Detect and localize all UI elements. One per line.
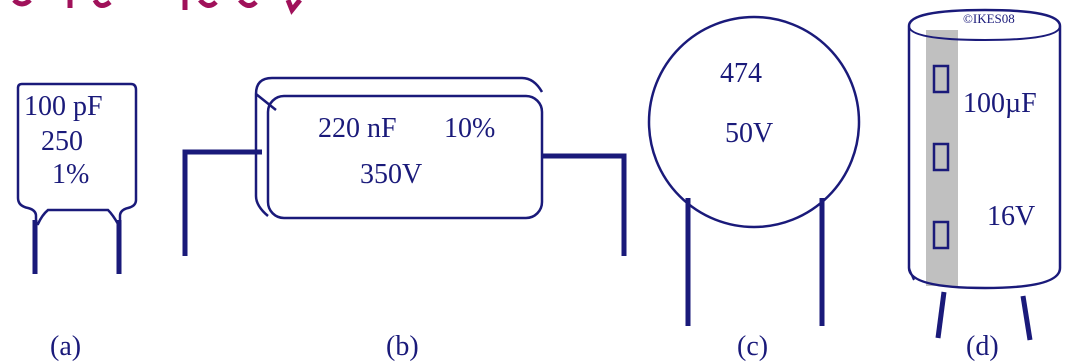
- capacitor-a: 100 pF 250 1% (a): [16, 82, 138, 362]
- capacitor-b-bevel: [254, 93, 277, 217]
- capacitor-d-lead-left: [935, 291, 947, 339]
- capacitor-b-voltage: 350V: [360, 159, 422, 190]
- capacitor-b-back: [254, 76, 544, 95]
- capacitor-d-lead-right: [1020, 295, 1033, 341]
- capacitor-d-body: [907, 8, 1062, 290]
- capacitor-b-lead-left: [182, 149, 262, 256]
- capacitor-d-minus-mark-1: [932, 64, 950, 94]
- capacitor-d-rim: [908, 25, 1061, 281]
- capacitor-b-body: [266, 94, 544, 220]
- capacitor-d-minus-mark-3: [932, 220, 950, 250]
- capacitor-d-voltage: 16V: [987, 201, 1035, 232]
- caption-a: (a): [50, 331, 81, 362]
- capacitor-c: 474 50V (c): [647, 15, 861, 362]
- capacitor-d-minus-mark-2: [932, 142, 950, 172]
- caption-d: (d): [966, 331, 999, 362]
- caption-b: (b): [386, 331, 419, 362]
- capacitor-a-tolerance: 1%: [52, 159, 89, 190]
- capacitor-b-tolerance: 10%: [444, 113, 495, 144]
- capacitor-d: ©IKES08 100µF 16V (d): [907, 8, 1062, 362]
- capacitor-b-lead-right: [542, 153, 627, 256]
- capacitor-c-body: [647, 15, 861, 229]
- copyright-label: ©IKES08: [963, 11, 1015, 26]
- capacitor-d-value: 100µF: [963, 88, 1037, 119]
- capacitor-d-stripe: [926, 30, 958, 286]
- caption-c: (c): [737, 331, 768, 362]
- capacitor-c-voltage: 50V: [725, 118, 773, 149]
- capacitor-b: 220 nF 10% 350V (b): [182, 76, 627, 362]
- capacitor-a-value: 100 pF: [24, 91, 103, 122]
- heading-fragment: [12, 0, 302, 15]
- capacitor-a-voltage: 250: [41, 126, 83, 157]
- capacitor-b-value: 220 nF: [318, 113, 397, 144]
- capacitor-c-code: 474: [720, 58, 762, 89]
